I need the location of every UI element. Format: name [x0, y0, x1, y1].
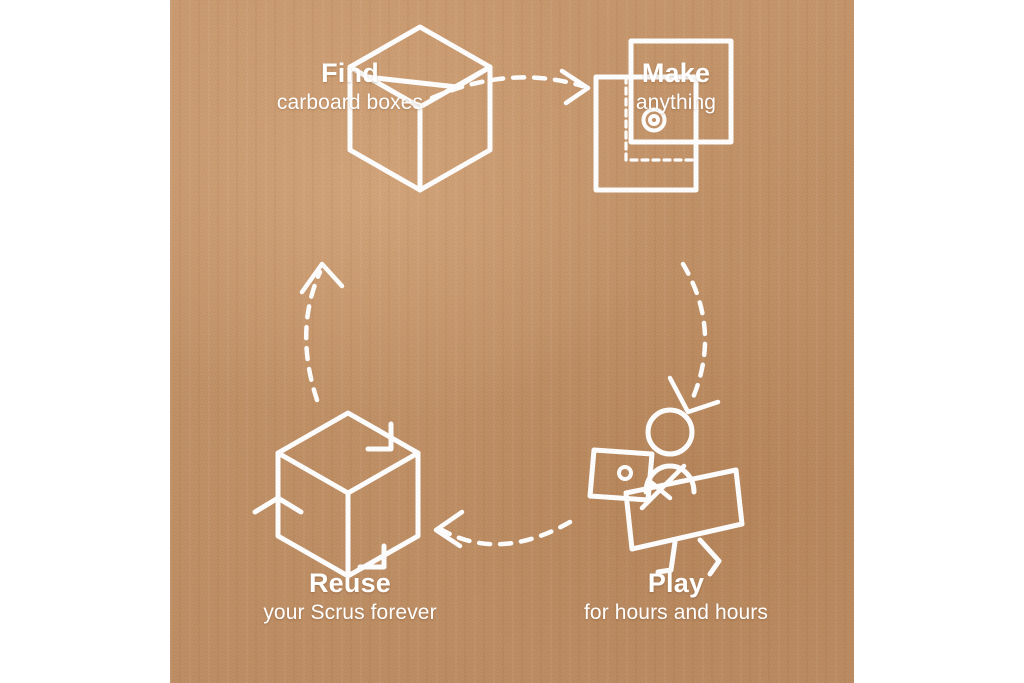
- step-label-reuse: Reuse your Scrus forever: [228, 568, 472, 625]
- connector-make-to-play: [667, 261, 721, 415]
- step-label-play: Play for hours and hours: [558, 568, 794, 625]
- cardboard-box-icon: [347, 24, 493, 193]
- step-subtitle-find: carboard boxes: [276, 91, 424, 115]
- step-subtitle-make: anything: [635, 91, 717, 115]
- step-title-reuse: Reuse: [308, 568, 392, 598]
- connector-reuse-to-find: [299, 261, 345, 403]
- step-subtitle-reuse: your Scrus forever: [263, 601, 437, 625]
- step-label-find: Find carboard boxes: [230, 58, 470, 115]
- step-title-find: Find: [321, 58, 379, 88]
- connector-find-to-make: [429, 68, 591, 106]
- child-with-shield-and-sword-icon: [587, 407, 745, 577]
- step-title-make: Make: [641, 58, 711, 88]
- step-subtitle-play: for hours and hours: [583, 601, 768, 625]
- step-label-make: Make anything: [568, 58, 784, 115]
- connector-play-to-reuse: [433, 509, 573, 549]
- overlapping-panels-icon: [593, 38, 734, 193]
- cardboard-panel-background: [170, 0, 854, 683]
- step-title-play: Play: [647, 568, 705, 598]
- cycle-diagram-artwork: [252, 24, 745, 579]
- recycle-box-icon: [252, 410, 421, 579]
